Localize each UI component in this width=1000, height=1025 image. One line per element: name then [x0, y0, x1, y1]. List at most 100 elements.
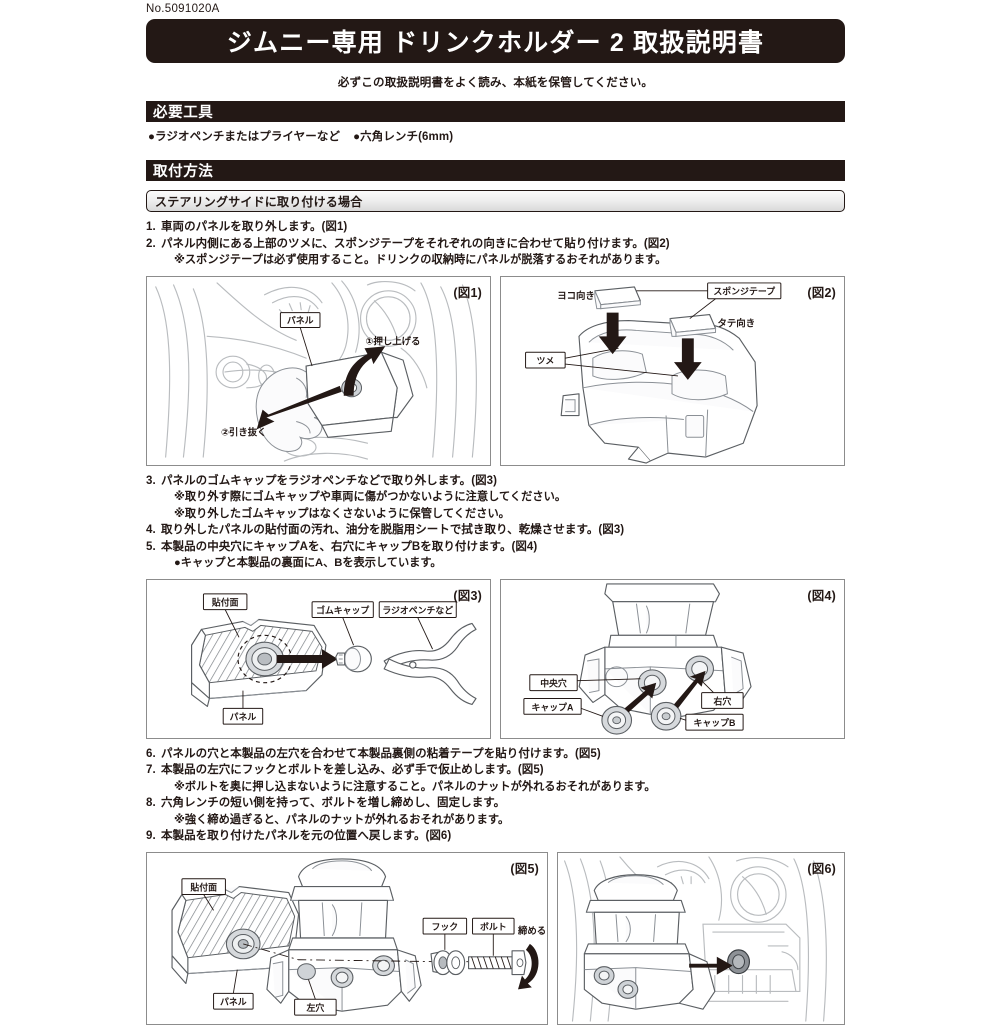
section-header-tools: 必要工具 [146, 101, 845, 122]
svg-text:パネル: パネル [230, 711, 257, 722]
figure-2-label-claw: ツメ [525, 347, 678, 376]
figure-4-label-right-hole: 右穴 [697, 675, 744, 709]
subtitle: 必ずこの取扱説明書をよく読み、本紙を保管してください。 [337, 77, 654, 89]
figure-row-1: (図1) [146, 275, 845, 466]
step-6-number: 6. [146, 747, 156, 760]
step-9: 9. 本製品を取り付けたパネルを元の位置へ戻します。(図6) [146, 828, 845, 845]
step-1-text: 車両のパネルを取り外します。(図1) [161, 221, 348, 233]
step-2: 2. パネル内側にある上部のツメに、スポンジテープをそれぞれの向きに合わせて貼り… [146, 236, 845, 253]
figure-1: (図1) [146, 275, 491, 466]
step-8-note-0: ※強く締め過ぎると、パネルのナットが外れるおそれがあります。 [174, 813, 510, 826]
figure-1-label-panel: パネル [279, 311, 321, 366]
svg-text:キャップA: キャップA [532, 701, 574, 712]
svg-text:左穴: 左穴 [305, 1002, 324, 1013]
steps-group-1: 1. 車両のパネルを取り外します。(図1) 2. パネル内側にある上部のツメに、… [146, 219, 845, 269]
subsection-steering-side: ステアリングサイドに取り付ける場合 [146, 190, 845, 212]
tool-item-0: ●ラジオペンチまたはプライヤーなど [148, 131, 341, 143]
manual-page: No.5091020A ジムニー専用 ドリンクホルダー 2 取扱説明書 必ずこの… [146, 0, 845, 1025]
step-5-text: 本製品の中央穴にキャップAを、右穴にキャップBを取り付けます。(図4) [161, 540, 538, 553]
step-3: 3. パネルのゴムキャップをラジオペンチなどで取り外します。(図3) [146, 473, 845, 490]
figure-3-illustration: 貼付面 ゴムキャップ ラジオペンチなど パネル [191, 592, 477, 725]
figure-3-label-panel: パネル [222, 690, 264, 725]
figure-6-tag: (図6) [807, 861, 836, 876]
step-2-text: パネル内側にある上部のツメに、スポンジテープをそれぞれの向きに合わせて貼り付けま… [161, 237, 670, 250]
step-5: 5. 本製品の中央穴にキャップAを、右穴にキャップBを取り付けます。(図4) [146, 539, 845, 556]
svg-text:フック: フック [432, 922, 459, 932]
svg-text:中央穴: 中央穴 [540, 677, 567, 688]
figure-5-label-adhesive-face: 貼付面 [181, 877, 226, 911]
svg-text:右穴: 右穴 [713, 695, 731, 706]
figure-6: (図6) [557, 851, 845, 1025]
tool-item-1: ●六角レンチ(6mm) [353, 131, 454, 143]
figure-3-tag: (図3) [453, 588, 482, 603]
figure-4-label-center-hole: 中央穴 [529, 673, 641, 691]
step-4: 4. 取り外したパネルの貼付面の汚れ、油分を脱脂用シートで拭き取り、乾燥させます… [146, 522, 845, 539]
step-7-number: 7. [146, 764, 156, 776]
figure-5-illustration: 貼付面 パネル 左穴 フック [171, 857, 546, 1016]
step-6: 6. パネルの穴と本製品の左穴を合わせて本製品裏側の粘着テープを貼り付けます。(… [146, 746, 845, 763]
svg-text:パネル: パネル [287, 314, 314, 325]
figure-3-label-adhesive-face: 貼付面 [202, 592, 248, 637]
step-1-number: 1. [146, 221, 156, 233]
subsection-label: ステアリングサイドに取り付ける場合 [155, 194, 363, 209]
figure-4-label-cap-a: キャップA [523, 697, 604, 717]
svg-text:ラジオペンチなど: ラジオペンチなど [382, 604, 453, 615]
figure-row-2: (図3) [146, 578, 845, 739]
step-8: 8. 六角レンチの短い側を持って、ボルトを増し締めし、固定します。 [146, 795, 845, 812]
step-9-number: 9. [146, 830, 156, 842]
steps-group-2: 3. パネルのゴムキャップをラジオペンチなどで取り外します。(図3) ※取り外す… [146, 473, 845, 572]
figure-1-tag: (図1) [453, 285, 482, 300]
step-7-text: 本製品の左穴にフックとボルトを差し込み、必ず手で仮止めします。(図5) [161, 764, 544, 776]
figure-5: (図5) [146, 851, 548, 1025]
step-1: 1. 車両のパネルを取り外します。(図1) [146, 219, 845, 236]
figure-2-label-sponge-tape: スポンジテープ [636, 281, 782, 319]
figure-5-label-tighten: 締める [517, 925, 546, 936]
step-5-number: 5. [146, 540, 156, 553]
figure-5-tag: (図5) [510, 861, 539, 876]
figure-4: (図4) [500, 578, 845, 739]
step-4-text: 取り外したパネルの貼付面の汚れ、油分を脱脂用シートで拭き取り、乾燥させます。(図… [161, 524, 625, 536]
section-header-tools-label: 必要工具 [153, 105, 214, 121]
figure-1-label-push-up: ①押し上げる [366, 335, 421, 346]
step-2-number: 2. [146, 237, 156, 250]
title-bar: ジムニー専用 ドリンクホルダー 2 取扱説明書 [146, 19, 845, 63]
figure-2-label-horizontal: ヨコ向き [557, 289, 595, 300]
step-6-text: パネルの穴と本製品の左穴を合わせて本製品裏側の粘着テープを貼り付けます。(図5) [161, 747, 601, 760]
figure-3: (図3) [146, 578, 491, 739]
step-9-text: 本製品を取り付けたパネルを元の位置へ戻します。(図6) [161, 830, 452, 842]
figure-1-illustration: パネル ①押し上げる ②引き抜く [155, 279, 477, 462]
step-8-number: 8. [146, 797, 156, 809]
figure-4-illustration: 中央穴 右穴 キャップA キャップB [523, 582, 752, 735]
step-2-note-0: ※スポンジテープは必ず使用すること。ドリンクの収納時にパネルが脱落するおそれがあ… [174, 254, 667, 266]
figure-row-3: (図5) [146, 851, 845, 1025]
steps-group-3: 6. パネルの穴と本製品の左穴を合わせて本製品裏側の粘着テープを貼り付けます。(… [146, 746, 845, 845]
step-5-note-0: ●キャップと本製品の裏面にA、Bを表示しています。 [174, 557, 442, 569]
svg-text:ボルト: ボルト [480, 921, 507, 932]
step-3-number: 3. [146, 474, 156, 487]
svg-text:貼付面: 貼付面 [189, 881, 217, 892]
section-header-install-label: 取付方法 [153, 164, 214, 180]
step-3-text: パネルのゴムキャップをラジオペンチなどで取り外します。(図3) [161, 474, 497, 487]
figure-1-label-pull-out: ②引き抜く [221, 426, 267, 437]
figure-3-label-pliers: ラジオペンチなど [378, 600, 457, 649]
step-8-text: 六角レンチの短い側を持って、ボルトを増し締めし、固定します。 [161, 797, 506, 809]
svg-text:スポンジテープ: スポンジテープ [713, 285, 775, 296]
step-7-note-0: ※ボルトを奥に押し込まないように注意すること。パネルのナットが外れるおそれがあり… [174, 780, 656, 793]
figure-5-label-panel: パネル [213, 969, 254, 1010]
section-header-install: 取付方法 [146, 160, 845, 181]
step-7: 7. 本製品の左穴にフックとボルトを差し込み、必ず手で仮止めします。(図5) [146, 762, 845, 779]
svg-text:キャップB: キャップB [694, 717, 736, 728]
figure-4-tag: (図4) [807, 588, 836, 603]
figure-5-label-bolt: ボルト [472, 917, 515, 956]
figure-2-tag: (図2) [807, 285, 836, 300]
figure-2-illustration: スポンジテープ ヨコ向き タテ向き ツメ [525, 281, 782, 464]
figure-6-illustration [564, 855, 827, 1022]
figure-3-label-rubber-cap: ゴムキャップ [311, 600, 374, 645]
svg-text:貼付面: 貼付面 [211, 596, 239, 607]
tools-list: ●ラジオペンチまたはプライヤーなど ●六角レンチ(6mm) [146, 122, 845, 149]
figure-4-label-cap-b: キャップB [679, 713, 744, 731]
page-title: ジムニー専用 ドリンクホルダー 2 取扱説明書 [226, 29, 765, 57]
svg-text:ゴムキャップ: ゴムキャップ [316, 604, 369, 615]
document-number: No.5091020A [146, 3, 220, 15]
figure-5-label-hook: フック [422, 917, 468, 950]
